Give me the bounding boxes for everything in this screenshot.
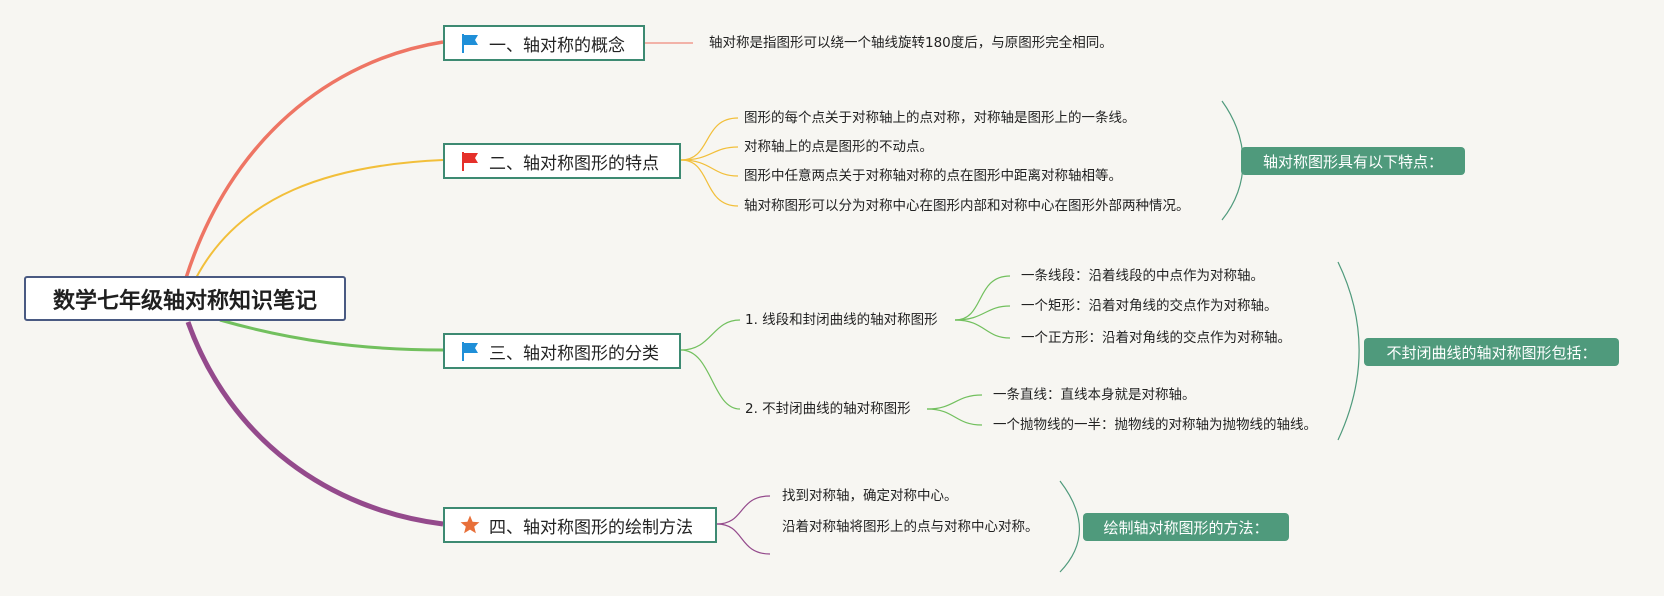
- summary-label-3[interactable]: 不封闭曲线的轴对称图形包括：: [1364, 338, 1619, 366]
- branch-label: 三、轴对称图形的分类: [489, 343, 659, 364]
- branch-topic-1[interactable]: 一、轴对称的概念: [443, 25, 645, 61]
- branch-label: 一、轴对称的概念: [489, 35, 625, 56]
- summary-label-2[interactable]: 轴对称图形具有以下特点：: [1241, 147, 1465, 175]
- branch-label: 四、轴对称图形的绘制方法: [489, 517, 693, 538]
- root-topic[interactable]: 数学七年级轴对称知识笔记: [24, 276, 346, 321]
- leaf-item[interactable]: 一个抛物线的一半：抛物线的对称轴为抛物线的轴线。: [993, 417, 1317, 433]
- connectors-branch-3: [680, 275, 1011, 426]
- branch-label: 二、轴对称图形的特点: [489, 153, 659, 174]
- leaf-item[interactable]: 对称轴上的点是图形的不动点。: [744, 139, 933, 155]
- leaf-item[interactable]: 一条线段：沿着线段的中点作为对称轴。: [1021, 268, 1264, 284]
- branch-topic-2[interactable]: 二、轴对称图形的特点: [443, 143, 681, 179]
- connector-root-branch-3: [219, 318, 444, 352]
- leaf-item[interactable]: 一条直线：直线本身就是对称轴。: [993, 387, 1196, 403]
- red-flag-icon: [462, 152, 478, 171]
- summary-brace-2: [1221, 100, 1244, 221]
- summary-brace-3: [1337, 261, 1360, 441]
- branch-topic-4[interactable]: 四、轴对称图形的绘制方法: [443, 507, 717, 543]
- connector-root-branch-2: [195, 159, 444, 279]
- group-label-1[interactable]: 1. 线段和封闭曲线的轴对称图形: [745, 312, 938, 328]
- summary-label-4[interactable]: 绘制轴对称图形的方法：: [1083, 513, 1289, 541]
- blue-flag-icon: [462, 34, 478, 53]
- leaf-item[interactable]: 轴对称图形可以分为对称中心在图形内部和对称中心在图形外部两种情况。: [744, 198, 1190, 214]
- leaf-item[interactable]: 找到对称轴，确定对称中心。: [782, 488, 958, 504]
- summary-brace-4: [1059, 480, 1080, 573]
- group-label-2[interactable]: 2. 不封闭曲线的轴对称图形: [745, 401, 911, 417]
- leaf-item[interactable]: 一个矩形：沿着对角线的交点作为对称轴。: [1021, 298, 1278, 314]
- leaf-item[interactable]: 轴对称是指图形可以绕一个轴线旋转180度后，与原图形完全相同。: [709, 35, 1113, 51]
- leaf-item[interactable]: 图形的每个点关于对称轴上的点对称，对称轴是图形上的一条线。: [744, 110, 1136, 126]
- connectors-branch-4: [716, 495, 771, 555]
- connector-root-branch-4: [185, 321, 444, 527]
- connectors-branch-2: [680, 117, 739, 207]
- orange-star-icon: [460, 515, 480, 534]
- branch-topic-3[interactable]: 三、轴对称图形的分类: [443, 333, 681, 369]
- leaf-item[interactable]: 一个正方形：沿着对角线的交点作为对称轴。: [1021, 330, 1291, 346]
- leaf-item[interactable]: 图形中任意两点关于对称轴对称的点在图形中距离对称轴相等。: [744, 168, 1122, 184]
- leaf-item[interactable]: 沿着对称轴将图形上的点与对称中心对称。: [782, 519, 1039, 535]
- root-title: 数学七年级轴对称知识笔记: [52, 288, 317, 314]
- blue-flag-icon: [462, 342, 478, 361]
- connector-root-branch-1: [184, 40, 444, 279]
